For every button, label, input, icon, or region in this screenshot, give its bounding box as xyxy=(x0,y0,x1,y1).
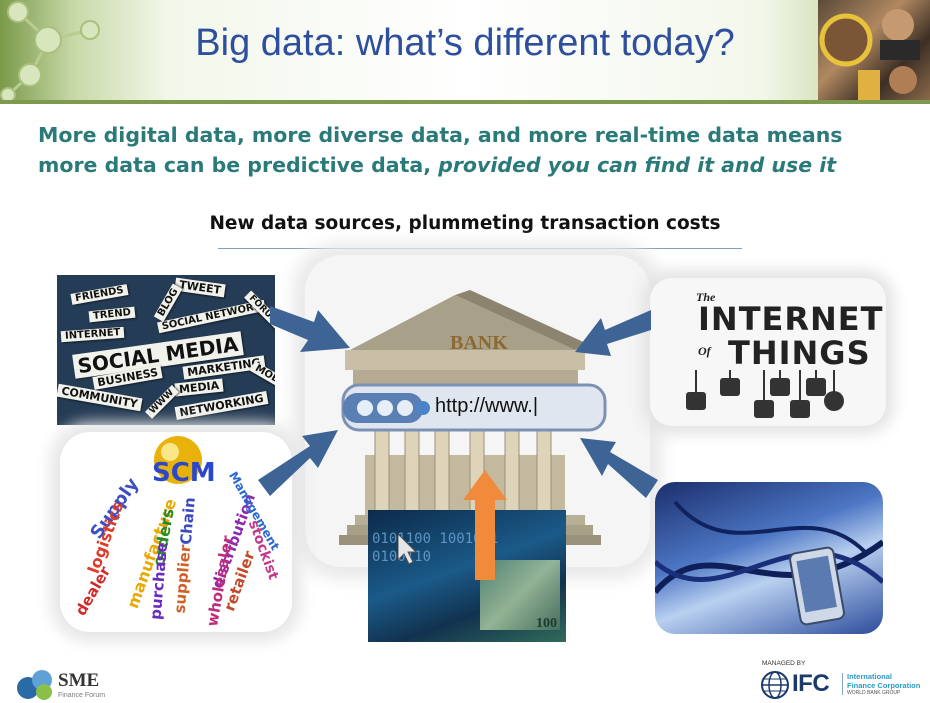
ifc-logo-divider xyxy=(842,673,843,695)
subtitle-line-2: more data can be predictive data, provid… xyxy=(38,150,918,180)
ifc-full-name-line2: Finance Corporation xyxy=(847,681,921,690)
arrow-wave-to-bank xyxy=(580,438,658,498)
sme-logo-text: SME xyxy=(58,670,100,691)
word-www: WWW xyxy=(144,385,179,419)
arrow-money-to-bank xyxy=(463,470,507,580)
bill-value: 100 xyxy=(536,616,557,631)
slide-title: Big data: what’s different today? xyxy=(195,22,735,64)
slide-subtitle: More digital data, more diverse data, an… xyxy=(38,120,918,180)
world-bank-group-label: WORLD BANK GROUP xyxy=(847,690,901,696)
iot-of: Of xyxy=(698,344,711,358)
ifc-full-name-line1: International xyxy=(847,672,893,681)
subtitle-line-2-plain: more data can be predictive data, xyxy=(38,153,439,177)
cursor-icon xyxy=(398,534,418,564)
social-media-image: FRIENDS TWEET TREND BLOG SOCIAL NETWORK … xyxy=(57,275,275,425)
section-heading: New data sources, plummeting transaction… xyxy=(209,213,721,234)
people-photo-collage xyxy=(818,0,930,100)
bank-sign: BANK xyxy=(450,332,508,354)
supply-chain-image: SCM Supply logistics manufacture orders … xyxy=(60,432,292,632)
iot-internet: INTERNET xyxy=(698,300,884,338)
iot-things: THINGS xyxy=(728,334,871,372)
arrow-social-to-bank xyxy=(270,306,350,352)
heading-underline xyxy=(218,248,742,249)
word-trend: TREND xyxy=(88,306,136,323)
data-wave-phone-image xyxy=(655,482,883,634)
banner-divider xyxy=(0,100,930,104)
iot-the: The xyxy=(696,290,716,304)
title-banner: Big data: what’s different today? xyxy=(0,0,930,100)
managed-by-label: MANAGED BY xyxy=(762,660,806,667)
molecule-graphic xyxy=(0,1,100,100)
iot-device-icons xyxy=(686,370,844,418)
subtitle-line-2-italic: provided you can find it and use it xyxy=(438,153,837,177)
word-media: MEDIA xyxy=(174,378,224,397)
word-networking: NETWORKING xyxy=(174,391,269,420)
scm-center: SCM xyxy=(152,458,216,488)
sme-logo-subtitle: Finance Forum xyxy=(58,692,106,699)
digital-money-image: 0101100 1001011 0100110 100 xyxy=(368,510,566,642)
url-text: http://www.| xyxy=(435,395,539,417)
subtitle-line-1: More digital data, more diverse data, an… xyxy=(38,123,843,147)
sme-logo-icon xyxy=(17,670,52,700)
arrow-scm-to-bank xyxy=(258,430,338,496)
word-blog: BLOG xyxy=(153,283,183,322)
ifc-logo-text: IFC xyxy=(792,670,830,697)
word-internet: INTERNET xyxy=(60,326,125,343)
internet-of-things-image: The INTERNET Of THINGS xyxy=(650,278,886,426)
word-friends: FRIENDS xyxy=(70,284,129,305)
ifc-full-name: International Finance Corporation xyxy=(847,672,920,690)
globe-icon xyxy=(761,671,789,699)
arrow-iot-to-bank xyxy=(575,310,651,356)
word-social-network: SOCIAL NETWORK xyxy=(157,299,267,334)
